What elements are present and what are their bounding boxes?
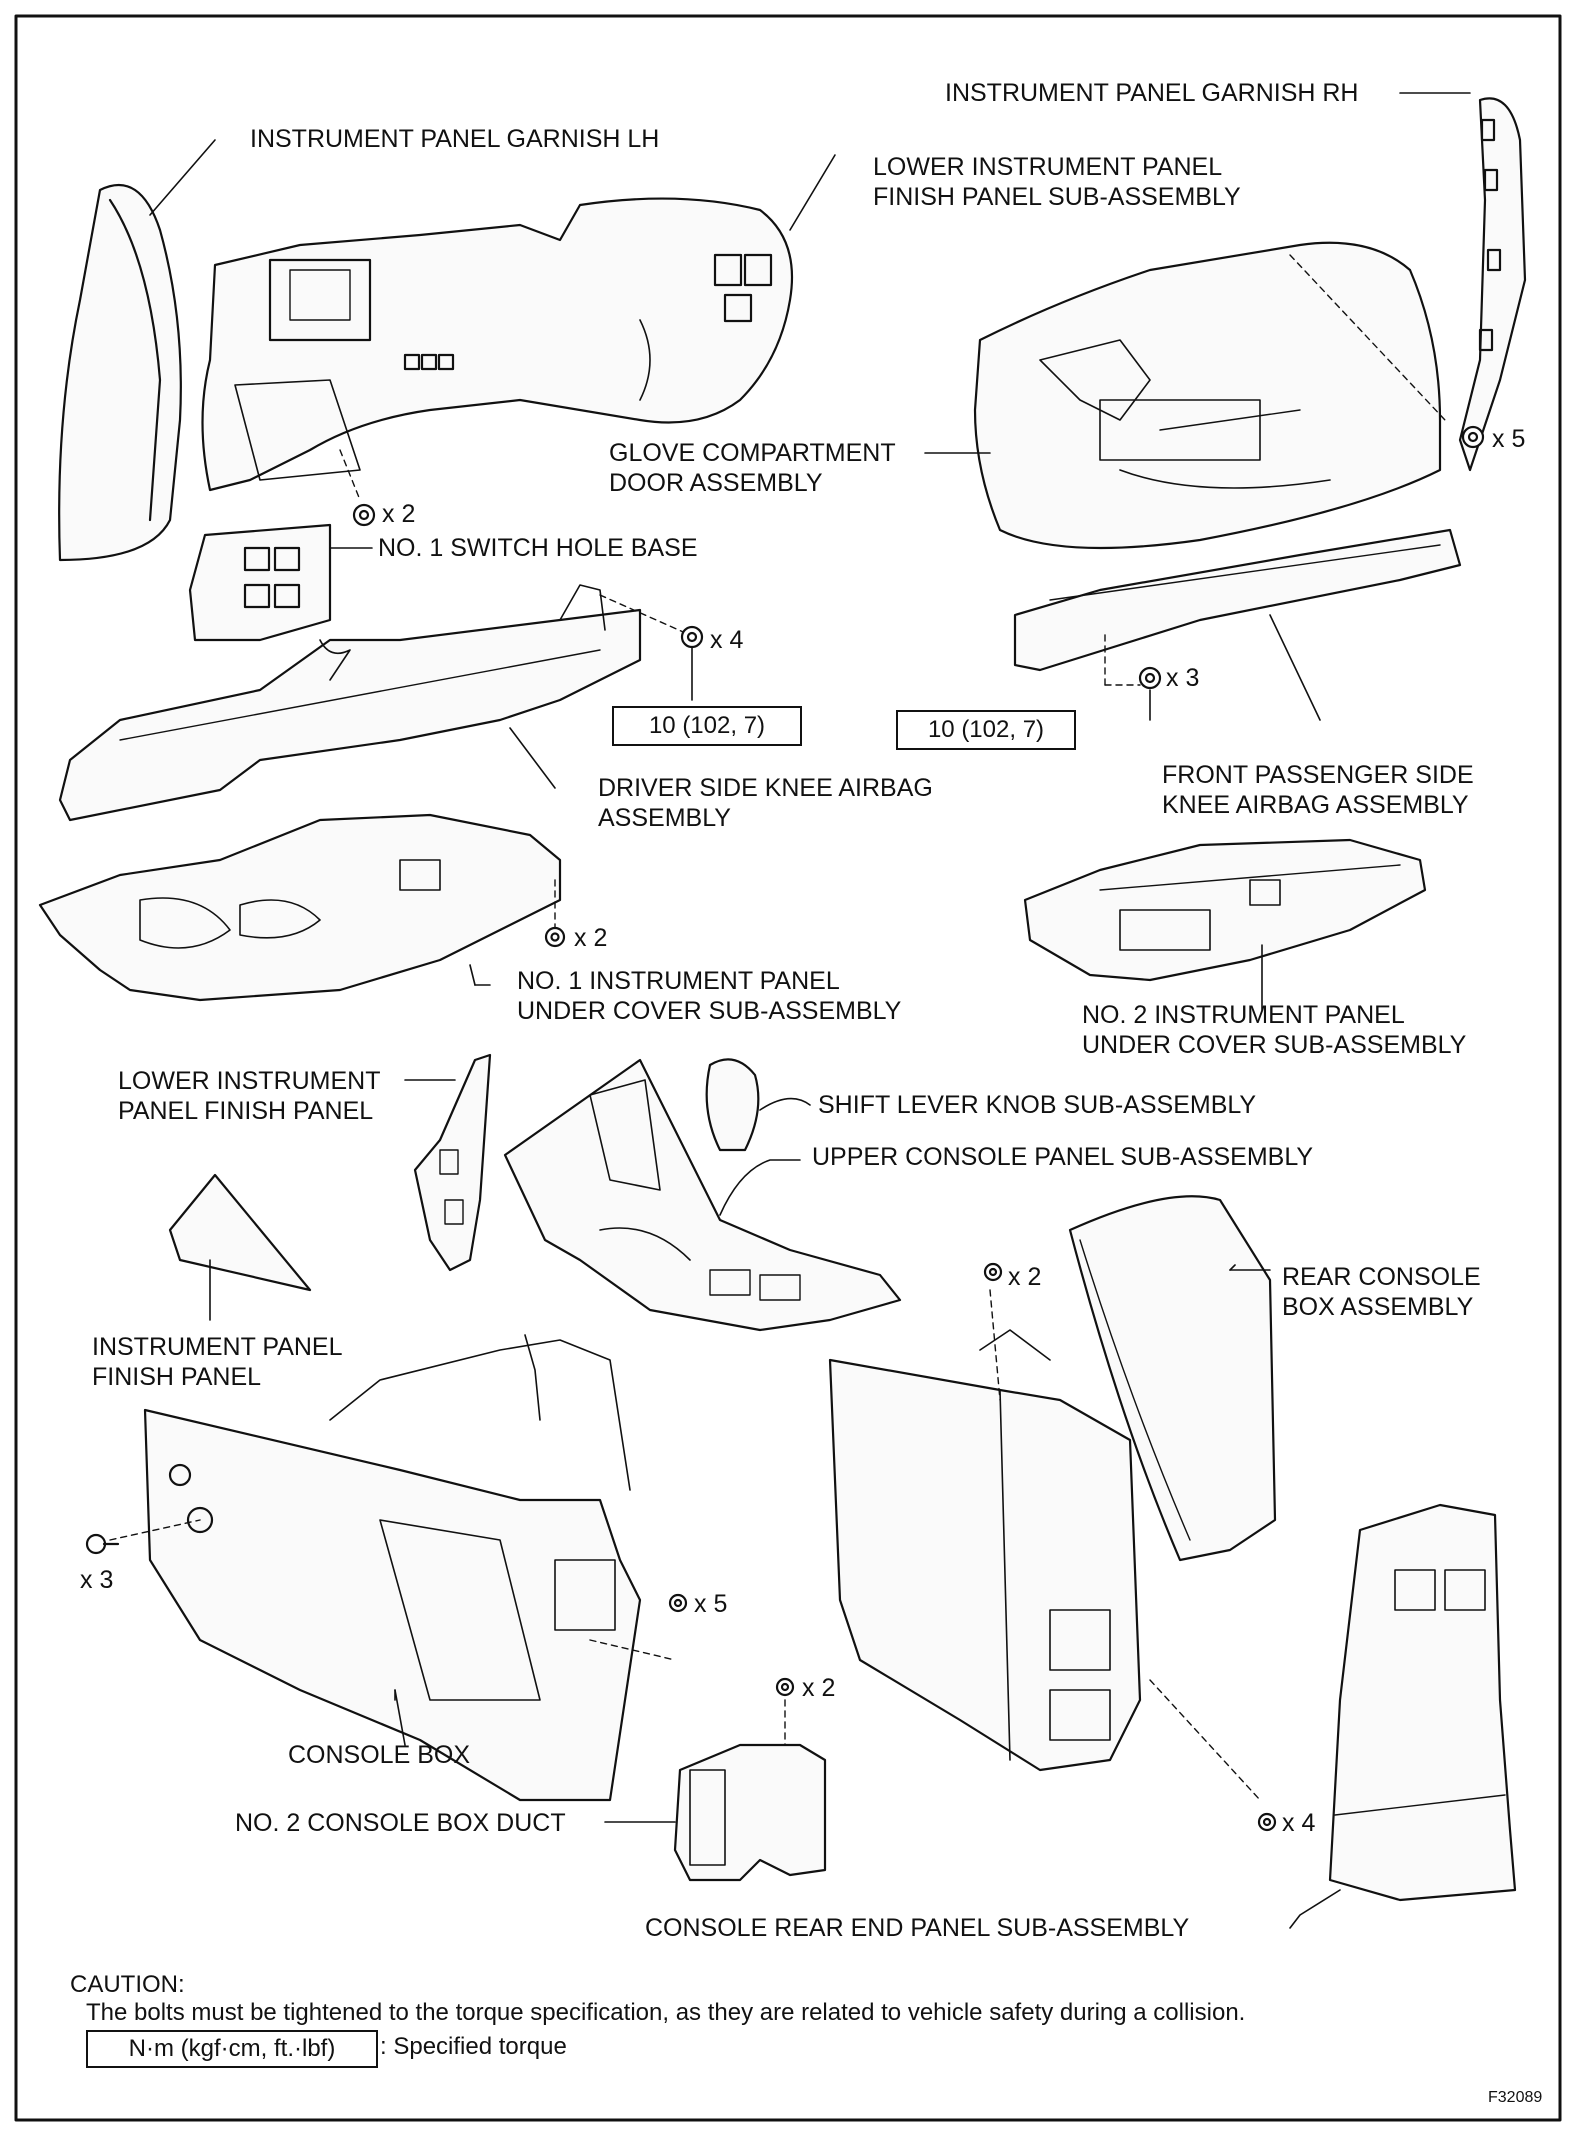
label-finish-panel-2: FINISH PANEL — [92, 1363, 262, 1391]
driver-airbag-bolt — [680, 625, 704, 701]
label-under-cover-1-b: UNDER COVER SUB-ASSEMBLY — [517, 997, 902, 1025]
console-bolt — [668, 1593, 688, 1613]
console-rear-end-panel-part — [1289, 1503, 1517, 1929]
switch-hole-base-part — [188, 523, 373, 642]
caution-text: The bolts must be tightened to the torqu… — [86, 1999, 1246, 2026]
console-clip — [85, 1533, 120, 1555]
qty-duct: x 2 — [802, 1674, 836, 1702]
finish-panel-triangle-part — [168, 1173, 312, 1321]
rear-console-box-part — [828, 1195, 1277, 1801]
label-duct: NO. 2 CONSOLE BOX DUCT — [235, 1809, 566, 1837]
under-cover-1-bolt — [544, 926, 566, 948]
label-rear-box-1: REAR CONSOLE — [1282, 1263, 1481, 1291]
label-under-cover-1-a: NO. 1 INSTRUMENT PANEL — [517, 967, 840, 995]
torque-legend-box: N·m (kgf·cm, ft.·lbf) — [86, 2030, 378, 2068]
qty-console-clip: x 3 — [80, 1566, 114, 1594]
console-box-duct-part — [604, 1699, 827, 1882]
under-cover-1-part — [38, 813, 562, 1002]
passenger-knee-airbag-part — [1013, 528, 1462, 721]
label-rear-end: CONSOLE REAR END PANEL SUB-ASSEMBLY — [645, 1914, 1190, 1942]
label-driver-airbag-2: ASSEMBLY — [598, 804, 731, 832]
duct-bolt — [775, 1677, 795, 1697]
qty-under-cover-1: x 2 — [574, 924, 608, 952]
lower-finish-bolt — [352, 503, 376, 527]
qty-driver-airbag: x 4 — [710, 626, 744, 654]
label-finish-panel-1: INSTRUMENT PANEL — [92, 1333, 343, 1361]
label-passenger-airbag-1: FRONT PASSENGER SIDE — [1162, 761, 1474, 789]
rear-box-bolt — [983, 1262, 1003, 1282]
figure-id: F32089 — [1488, 2089, 1543, 2106]
label-shift-knob: SHIFT LEVER KNOB SUB-ASSEMBLY — [818, 1091, 1257, 1119]
lower-finish-panel-part — [404, 1053, 492, 1272]
label-glove-1: GLOVE COMPARTMENT — [609, 439, 896, 467]
qty-rear-end: x 4 — [1282, 1809, 1316, 1837]
label-console-box: CONSOLE BOX — [288, 1741, 470, 1769]
garnish-lh-part — [58, 139, 216, 562]
label-lower-finish-2: PANEL FINISH PANEL — [118, 1097, 374, 1125]
label-under-cover-2-a: NO. 2 INSTRUMENT PANEL — [1082, 1001, 1405, 1029]
label-garnish-rh: INSTRUMENT PANEL GARNISH RH — [945, 79, 1359, 107]
qty-console-bolt: x 5 — [694, 1590, 728, 1618]
label-under-cover-2-b: UNDER COVER SUB-ASSEMBLY — [1082, 1031, 1467, 1059]
console-box-part — [109, 1334, 676, 1802]
caution-title: CAUTION: — [70, 1971, 185, 1998]
torque-box-driver: 10 (102, 7) — [612, 706, 802, 746]
under-cover-2-part — [1023, 838, 1427, 1011]
driver-knee-airbag-part — [58, 584, 691, 822]
page-border — [14, 14, 1562, 2122]
qty-lower-finish: x 2 — [382, 500, 416, 528]
label-glove-2: DOOR ASSEMBLY — [609, 469, 823, 497]
upper-console-panel-part — [503, 1058, 902, 1332]
label-lower-finish-sub-1: LOWER INSTRUMENT PANEL — [873, 153, 1223, 181]
glove-compartment-part — [924, 241, 1446, 550]
label-lower-finish-1: LOWER INSTRUMENT — [118, 1067, 381, 1095]
label-garnish-lh: INSTRUMENT PANEL GARNISH LH — [250, 125, 660, 153]
label-rear-box-2: BOX ASSEMBLY — [1282, 1293, 1474, 1321]
garnish-rh-part — [1399, 92, 1527, 472]
passenger-airbag-bolt — [1138, 666, 1162, 721]
label-lower-finish-sub-2: FINISH PANEL SUB-ASSEMBLY — [873, 183, 1241, 211]
rear-end-bolt — [1257, 1812, 1277, 1832]
lower-finish-panel-sub-assembly-part — [201, 154, 836, 501]
qty-rear-box: x 2 — [1008, 1263, 1042, 1291]
label-upper-console: UPPER CONSOLE PANEL SUB-ASSEMBLY — [812, 1143, 1314, 1171]
label-passenger-airbag-2: KNEE AIRBAG ASSEMBLY — [1162, 791, 1469, 819]
qty-passenger-airbag: x 3 — [1166, 664, 1200, 692]
shift-knob-part — [705, 1058, 811, 1152]
garnish-rh-bolt — [1461, 425, 1485, 449]
torque-legend-text: : Specified torque — [380, 2033, 567, 2060]
qty-garnish-rh: x 5 — [1492, 425, 1526, 453]
label-driver-airbag-1: DRIVER SIDE KNEE AIRBAG — [598, 774, 933, 802]
torque-box-passenger: 10 (102, 7) — [896, 710, 1076, 750]
label-switch-base: NO. 1 SWITCH HOLE BASE — [378, 534, 698, 562]
